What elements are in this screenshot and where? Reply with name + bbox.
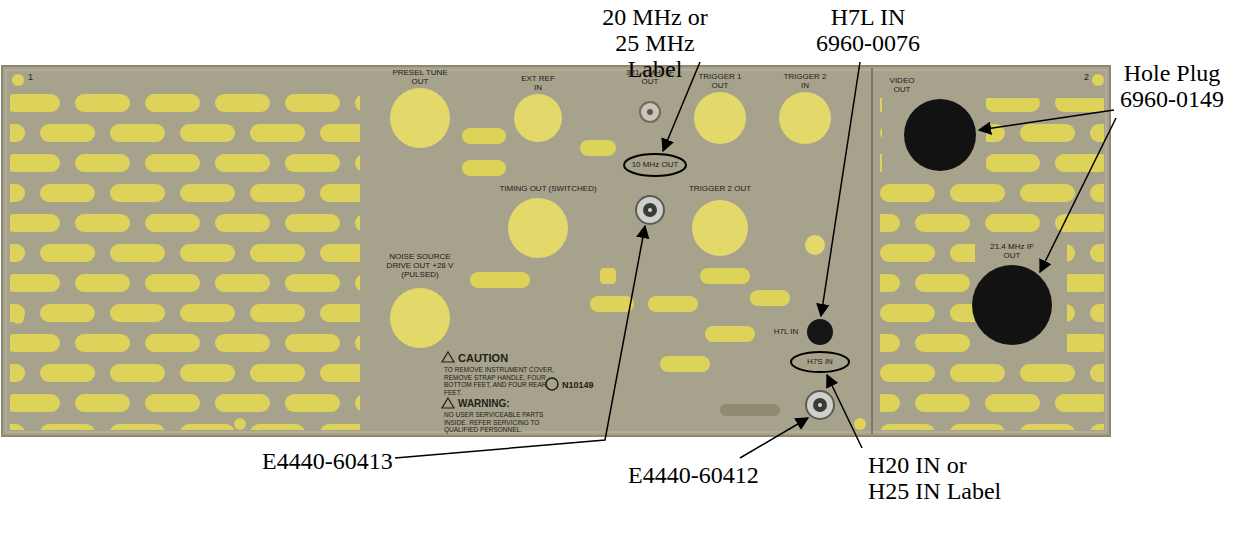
connector-label: 321.4 MHz IF OUT bbox=[624, 68, 676, 86]
connector-label: NOISE SOURCE DRIVE OUT +28 V (PULSED) bbox=[378, 252, 462, 279]
connector-label: PRESEL TUNE OUT bbox=[390, 68, 450, 86]
part-number: E4440-60412 bbox=[628, 462, 759, 488]
panel-number: 2 bbox=[1084, 72, 1089, 82]
approval-number: N10149 bbox=[562, 380, 594, 390]
caution-heading: CAUTION bbox=[458, 352, 508, 364]
connector-label: EXT REF IN bbox=[518, 74, 558, 92]
warning-note: NO USER SERVICEABLE PARTS INSIDE. REFER … bbox=[444, 411, 562, 434]
connector-label: 21.4 MHz IF OUT bbox=[984, 242, 1040, 260]
connector-label: TRIGGER 2 OUT bbox=[680, 184, 760, 193]
connector-label: TIMING OUT (SWITCHED) bbox=[488, 184, 608, 193]
callout-label: Hole Plug 6960-0149 bbox=[1116, 60, 1228, 112]
panel-number: 1 bbox=[28, 72, 33, 82]
part-number: E4440-60413 bbox=[262, 448, 393, 474]
connector-label: TRIGGER 2 IN bbox=[781, 72, 829, 90]
warning-heading: WARNING: bbox=[458, 398, 510, 409]
connector-label: 10 MHz OUT bbox=[627, 160, 683, 169]
callout-label: H20 IN or H25 IN Label bbox=[868, 452, 1006, 504]
connector-label: H7L IN bbox=[766, 327, 806, 336]
caution-note: TO REMOVE INSTRUMENT COVER, REMOVE STRAP… bbox=[444, 366, 562, 396]
connector-label: TRIGGER 1 OUT bbox=[698, 72, 742, 90]
callout-label: H7L IN 6960-0076 bbox=[812, 4, 924, 56]
connector-label: H7S IN bbox=[795, 357, 845, 366]
connector-label: VIDEO OUT bbox=[884, 76, 920, 94]
